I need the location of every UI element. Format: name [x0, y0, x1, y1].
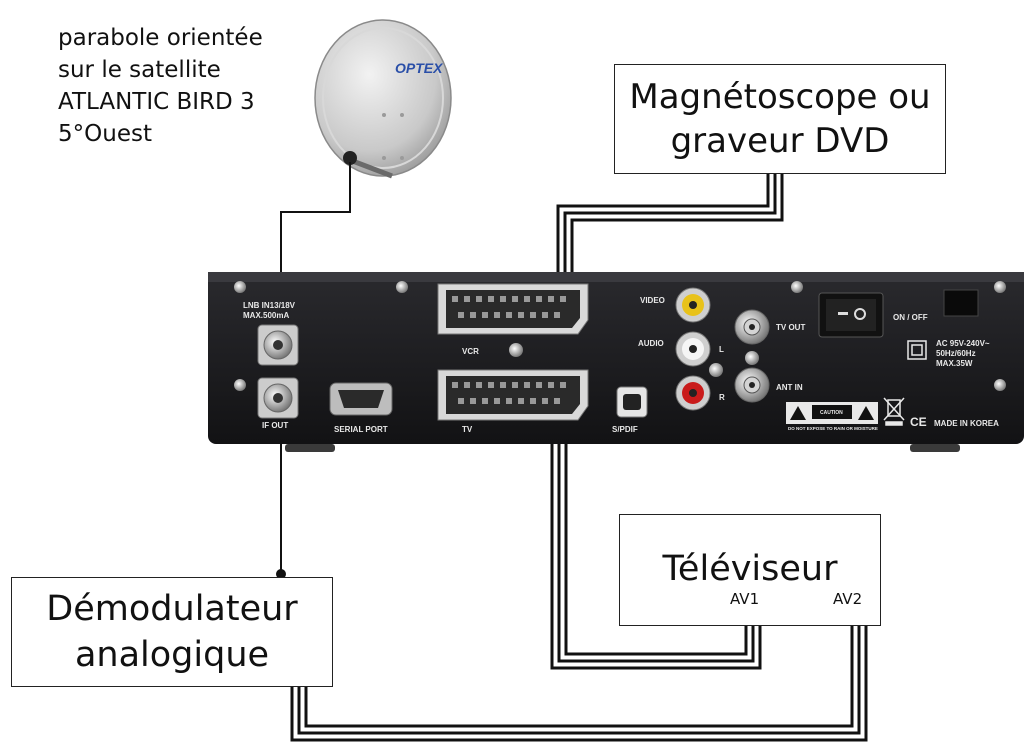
if-out-connector-icon: [257, 377, 299, 419]
rca-audio-l-jack-icon: [675, 331, 711, 367]
weee-bin-icon: [883, 397, 905, 426]
made-in-label: MADE IN KOREA: [934, 419, 999, 428]
rca-video-jack-icon: [675, 287, 711, 323]
vcr-scart-cable: [556, 172, 784, 282]
demod-box-line: analogique: [74, 635, 270, 675]
audio-r-label: R: [719, 393, 725, 402]
cable-end-dot: [276, 569, 286, 579]
dish-brand-logo: OPTEX: [395, 60, 444, 76]
ce-mark: CE: [910, 415, 927, 429]
vcr-label: VCR: [462, 347, 479, 356]
av2-scart-cable: [290, 626, 868, 742]
dish-caption-line: ATLANTIC BIRD 3: [58, 89, 255, 115]
power-spec-label: 50Hz/60Hz: [936, 349, 976, 358]
power-socket-icon: [943, 289, 979, 317]
if-out-label: IF OUT: [262, 421, 288, 430]
ant-in-connector-icon: [734, 367, 770, 403]
tv-out-connector-icon: [734, 309, 770, 345]
serial-port-label: SERIAL PORT: [334, 425, 388, 434]
serial-port-icon: [329, 382, 393, 416]
av1-port-label: AV1: [730, 590, 760, 608]
on-off-label: ON / OFF: [893, 313, 928, 322]
vcr-box-line: graveur DVD: [670, 121, 890, 161]
lnb-label: LNB IN13/18V: [243, 301, 296, 310]
double-insulation-icon: [907, 340, 927, 360]
spdif-label: S/PDIF: [612, 425, 638, 434]
av2-port-label: AV2: [833, 590, 863, 608]
power-spec-label: MAX.35W: [936, 359, 973, 368]
ant-in-label: ANT IN: [776, 383, 803, 392]
caution-subtext: DO NOT EXPOSE TO RAIN OR MOISTURE: [788, 426, 878, 431]
tv-out-label: TV OUT: [776, 323, 805, 332]
satellite-dish-icon: OPTEX: [314, 19, 452, 179]
power-switch-icon: [818, 292, 884, 338]
tv-scart-cable: [550, 416, 762, 670]
television-box: Téléviseur AV1 AV2: [619, 514, 881, 626]
power-spec-label: AC 95V-240V~: [936, 339, 990, 348]
audio-l-label: L: [719, 345, 724, 354]
lnb-in-connector-icon: [257, 324, 299, 366]
rca-audio-r-jack-icon: [675, 375, 711, 411]
audio-label: AUDIO: [638, 339, 664, 348]
dish-caption-line: parabole orientée: [58, 25, 263, 51]
dish-caption-line: sur le satellite: [58, 57, 221, 83]
caution-label: [786, 402, 878, 424]
caution-text: CAUTION: [820, 410, 843, 416]
analog-demodulator-box: Démodulateur analogique: [11, 577, 333, 687]
tv-label: TV: [462, 425, 473, 434]
lnb-label-max: MAX.500mA: [243, 311, 289, 320]
video-label: VIDEO: [640, 296, 665, 305]
vcr-box-line: Magnétoscope ou: [629, 77, 931, 117]
vcr-dvd-recorder-box: Magnétoscope ou graveur DVD: [614, 64, 946, 174]
tv-box-title: Téléviseur: [662, 549, 838, 589]
dish-caption-line: 5°Ouest: [58, 121, 152, 147]
demod-box-line: Démodulateur: [46, 589, 298, 629]
scart-vcr-connector-icon: [437, 283, 589, 335]
dish-cable: [280, 162, 351, 330]
spdif-port-icon: [616, 386, 648, 418]
dish-caption: parabole orientée sur le satellite ATLAN…: [58, 22, 318, 150]
scart-tv-connector-icon: [437, 369, 589, 421]
